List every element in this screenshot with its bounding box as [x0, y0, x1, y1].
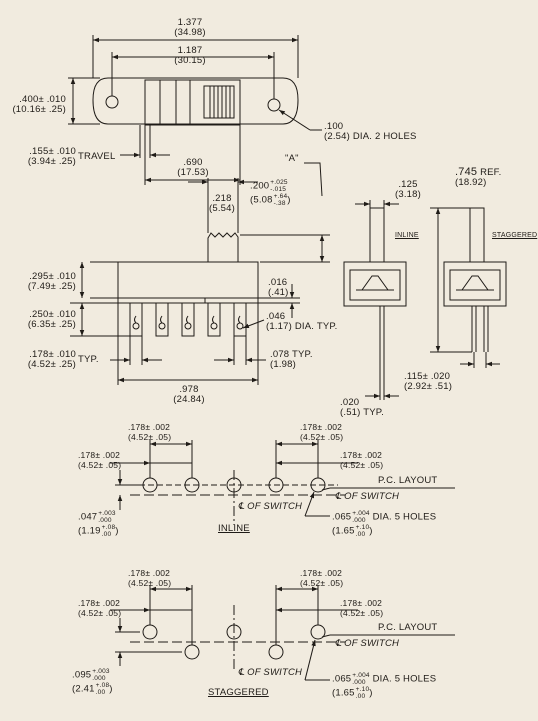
staggered-layout-title: STAGGERED	[208, 687, 269, 698]
term-width-dim: .078 TYP.(1.98)	[270, 349, 313, 370]
height-dim: .400± .010(10.16± .25)	[12, 94, 66, 115]
centerline-symbol: ℄	[335, 491, 342, 502]
dim-a-label: "A"	[285, 153, 299, 164]
end-term-width-dim: .125(3.18)	[394, 179, 422, 200]
end-view-inline	[344, 200, 406, 400]
pitch-dim: .178± .010(4.52± .25)	[27, 349, 76, 370]
inline-offset-dim: .047+.003.000 (1.19+.08.00)	[78, 510, 119, 538]
inline-cl-switch-bottom: ℄ OF SWITCH	[238, 501, 303, 512]
stagger-dim: .115± .020(2.92± .51)	[404, 371, 453, 392]
hole-spacing-dim: 1.187(30.15)	[174, 45, 206, 66]
top-view-outline	[93, 78, 298, 124]
staggered-end-label: STAGGERED	[492, 232, 538, 239]
overall-length-dim: 1.377(34.98)	[174, 17, 206, 38]
length-dim: .978(24.84)	[173, 384, 205, 405]
ref-dim: .745 REF.(18.92)	[455, 166, 502, 188]
travel-dim: .155± .010(3.94± .25)	[27, 146, 76, 167]
inline-right-dim: .178± .002(4.52± .05)	[340, 450, 384, 470]
terminal-length-dim: .250± .010(6.35± .25)	[27, 309, 76, 330]
inline-top-right-dim: .178± .002(4.52± .05)	[300, 422, 344, 442]
mount-hole-left	[106, 96, 118, 108]
actuator	[208, 233, 238, 262]
staggered-top-right-dim: .178± .002(4.52± .05)	[300, 568, 344, 588]
inline-layout-title: INLINE	[218, 523, 250, 534]
centerline-symbol: ℄	[238, 501, 245, 512]
mount-hole-right	[268, 99, 280, 111]
staggered-cl-switch-right: ℄ OF SWITCH	[335, 638, 400, 649]
staggered-pc-layout	[110, 585, 455, 680]
inline-left-dim: .178± .002(4.52± .05)	[78, 450, 122, 470]
mount-plate	[118, 298, 258, 303]
staggered-offset-dim: .095+.003.000 (2.41+.08.00)	[72, 668, 113, 696]
staggered-left-dim: .178± .002(4.52± .05)	[78, 598, 122, 618]
travel-label: TRAVEL	[78, 151, 116, 162]
inline-pc-layout	[110, 440, 455, 525]
slot	[145, 80, 240, 125]
slider-knob	[204, 86, 234, 118]
top-view	[68, 35, 322, 185]
plate-dim: .016(.41)	[268, 277, 289, 298]
staggered-right-dim: .178± .002(4.52± .05)	[340, 598, 384, 618]
slot-length-dim: .690(17.53)	[177, 157, 209, 178]
centerline-symbol: ℄	[238, 667, 245, 678]
staggered-pc-layout-label: P.C. LAYOUT	[378, 622, 438, 633]
case-height-dim: .295± .010(7.49± .25)	[27, 271, 76, 292]
end-view-staggered	[430, 208, 506, 368]
staggered-hole-dim: .065+.004.000 DIA. 5 HOLES (1.65+.10.00)	[332, 672, 437, 700]
staggered-top-left-dim: .178± .002(4.52± .05)	[128, 568, 172, 588]
actuator-width-dim: .218(5.54)	[208, 193, 236, 214]
hole-dia-dim: .100(2.54) DIA. 2 HOLES	[324, 121, 417, 142]
terminal-hole-dim: .046(1.17) DIA. TYP.	[266, 311, 338, 332]
inline-cl-switch-right: ℄ OF SWITCH	[335, 491, 400, 502]
inline-hole-dim: .065+.004.000 DIA. 5 HOLES (1.65+.10.00)	[332, 510, 437, 538]
inline-top-left-dim: .178± .002(4.52± .05)	[128, 422, 172, 442]
staggered-cl-switch-bottom: ℄ OF SWITCH	[238, 667, 303, 678]
terminals	[130, 303, 246, 336]
centerline-symbol: ℄	[335, 638, 342, 649]
inline-end-label: INLINE	[395, 232, 419, 239]
pitch-note: TYP.	[78, 354, 99, 365]
dim-a: .200+.025-.015 (5.08+.64-.38)	[250, 179, 291, 207]
knob-ridges	[210, 86, 230, 118]
thickness-dim: .020(.51) TYP.	[340, 397, 384, 418]
side-view	[70, 163, 330, 385]
switch-body	[118, 262, 258, 298]
inline-pc-layout-label: P.C. LAYOUT	[378, 475, 438, 486]
